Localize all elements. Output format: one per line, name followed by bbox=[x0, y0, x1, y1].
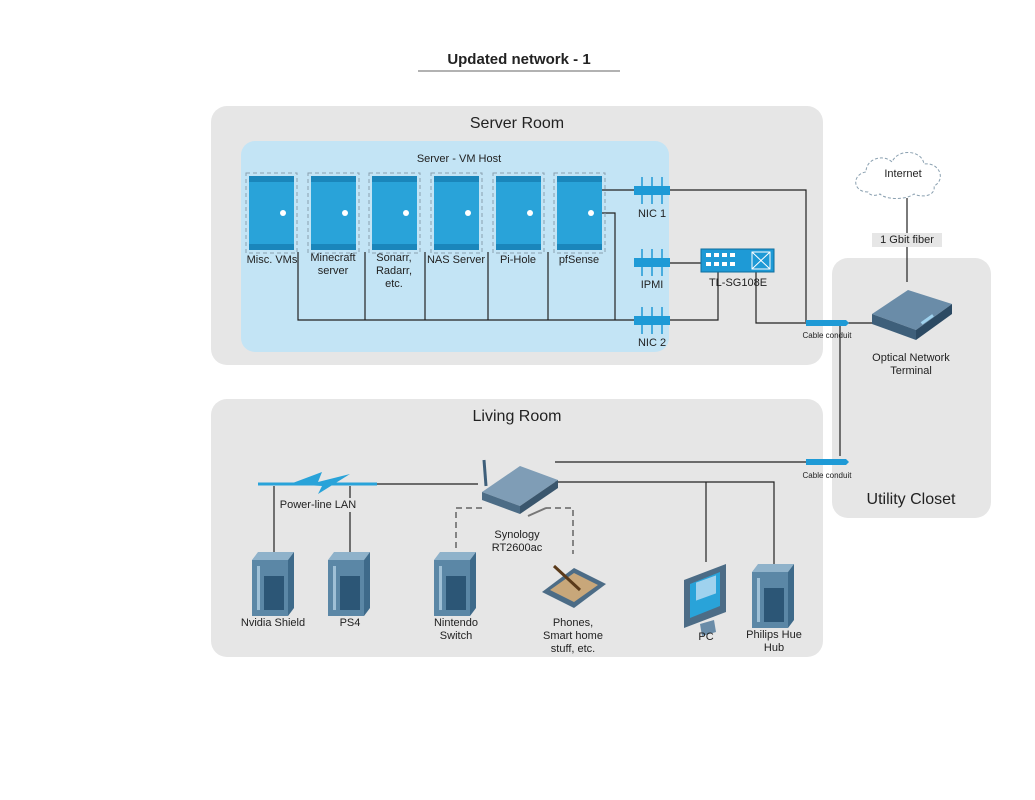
living-room-label: Living Room bbox=[473, 408, 562, 425]
server-sonarr bbox=[368, 172, 421, 254]
vm-host-label: Server - VM Host bbox=[417, 153, 501, 165]
cloud-icon bbox=[855, 152, 941, 199]
wifi-links bbox=[455, 507, 574, 554]
server-misc-vms bbox=[245, 172, 298, 254]
nic1-label: NIC 1 bbox=[638, 208, 666, 220]
phone-icon bbox=[542, 564, 606, 608]
svg-text:PS4: PS4 bbox=[340, 617, 361, 629]
ont-icon bbox=[872, 290, 952, 340]
server-minecraft bbox=[307, 172, 360, 254]
switch-label: TL-SG108E bbox=[709, 277, 767, 289]
svg-text:NAS Server: NAS Server bbox=[427, 254, 485, 266]
pc-icon bbox=[684, 564, 726, 636]
nvidia-shield-icon bbox=[252, 552, 294, 616]
switch-icon bbox=[700, 248, 775, 273]
nic2-label: NIC 2 bbox=[638, 337, 666, 349]
server-pihole bbox=[492, 172, 545, 254]
server-connections bbox=[273, 189, 908, 566]
powerline-icon bbox=[258, 472, 377, 494]
powerline-label: Power-line LAN bbox=[280, 499, 356, 511]
server-nas bbox=[430, 172, 483, 254]
cable-conduit-label-1: Cable conduit bbox=[803, 331, 853, 340]
ps4-icon bbox=[328, 552, 370, 616]
svg-text:PC: PC bbox=[698, 631, 713, 643]
hue-hub-icon bbox=[752, 564, 794, 628]
svg-text:Misc. VMs: Misc. VMs bbox=[247, 254, 298, 266]
server-room-label: Server Room bbox=[470, 115, 564, 132]
utility-closet-label: Utility Closet bbox=[867, 491, 956, 508]
cable-conduit-icon bbox=[806, 320, 849, 465]
fiber-label: 1 Gbit fiber bbox=[880, 234, 934, 246]
server-pfsense bbox=[553, 172, 606, 254]
internet-label: Internet bbox=[884, 168, 921, 180]
nintendo-switch-icon bbox=[434, 552, 476, 616]
svg-text:Pi-Hole: Pi-Hole bbox=[500, 254, 536, 266]
svg-text:Sonarr,Radarr,etc.: Sonarr,Radarr,etc. bbox=[376, 252, 412, 290]
svg-text:Nvidia Shield: Nvidia Shield bbox=[241, 617, 305, 629]
cable-conduit-label-2: Cable conduit bbox=[803, 471, 853, 480]
page-title: Updated network - 1 bbox=[447, 51, 590, 68]
ipmi-label: IPMI bbox=[641, 279, 664, 291]
svg-text:pfSense: pfSense bbox=[559, 254, 599, 266]
router-icon bbox=[482, 459, 558, 517]
